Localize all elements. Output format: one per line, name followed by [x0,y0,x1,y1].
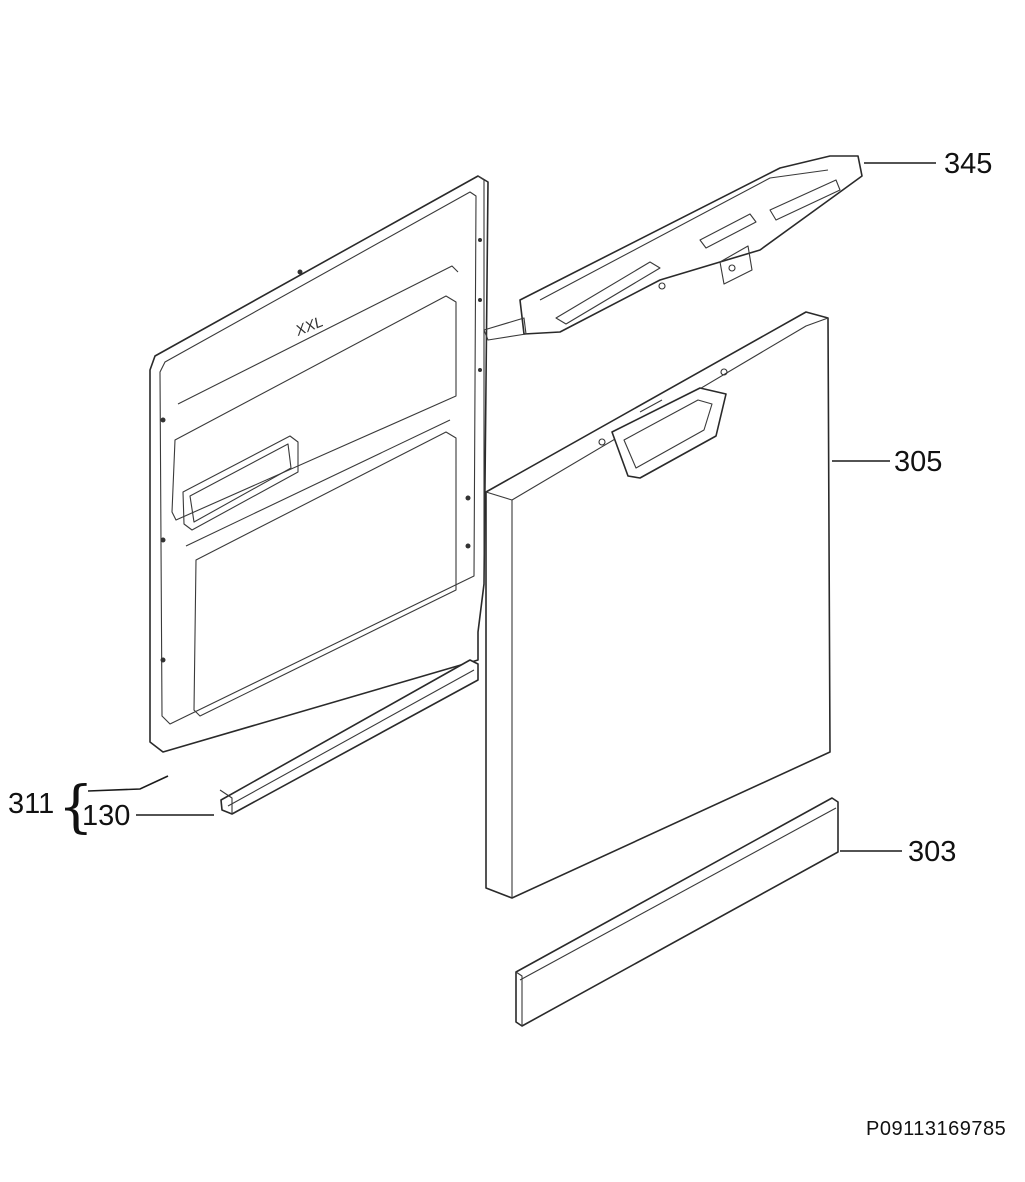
decor-front-panel [485,311,831,899]
plinth-strip [515,797,839,1027]
callout-303: 303 [908,836,956,868]
callout-311: 311 [8,788,54,820]
bottom-seal-strip [219,659,479,815]
inner-door-panel: XXL [149,175,489,753]
callout-345: 345 [944,148,992,180]
leader-311 [87,775,169,792]
callout-130: 130 [82,800,130,832]
callout-305: 305 [894,446,942,478]
top-control-profile [483,155,863,341]
group-brace: { [58,775,94,840]
drawing-code: P09113169785 [866,1118,1006,1140]
